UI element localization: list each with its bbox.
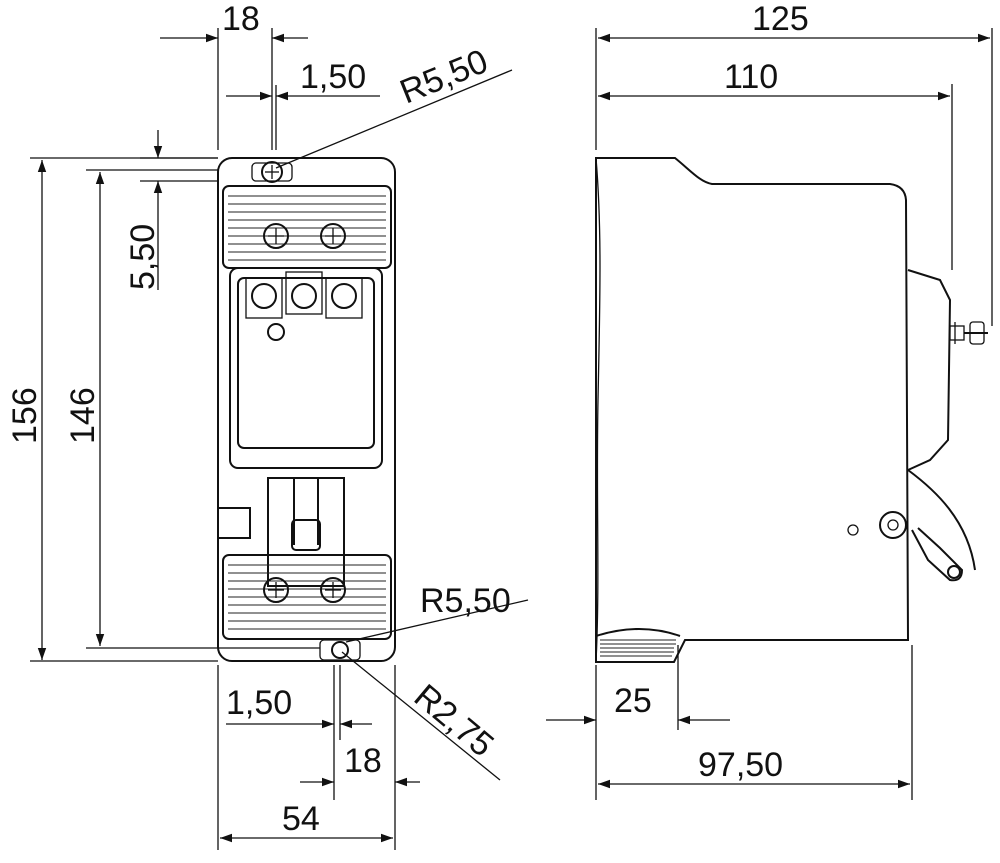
bottom-screw-right-icon — [320, 577, 346, 603]
top-mount-screw-icon — [251, 161, 293, 183]
front-view — [217, 157, 396, 662]
indicator-3-icon — [325, 277, 363, 319]
dim-front-slot-radius: R2,75 — [407, 677, 501, 764]
bottom-screw-left-icon — [263, 577, 289, 603]
top-terminal-block — [222, 185, 392, 269]
top-screw-right-icon — [320, 223, 346, 249]
dim-front-total-height: 156 — [6, 387, 44, 444]
rear-hood — [907, 269, 952, 471]
top-terminal-hatching — [228, 195, 386, 261]
dim-front-bottom-radius: R5,50 — [420, 582, 511, 620]
lever-hub-icon — [879, 511, 907, 539]
center-rail — [267, 477, 345, 587]
indicator-1-icon — [245, 277, 283, 319]
release-lever — [907, 469, 976, 571]
bottom-mount-slot-icon — [319, 639, 361, 661]
pivot-hole-icon — [847, 524, 859, 536]
cover-window — [237, 277, 375, 449]
foot-hatching — [595, 628, 681, 657]
dim-front-top-gap: 5,50 — [124, 224, 162, 290]
side-dimensions: 125 110 25 97,50 — [546, 0, 993, 800]
side-housing-outline — [595, 157, 910, 663]
side-view — [595, 157, 988, 663]
dim-front-inner-height: 146 — [64, 387, 102, 444]
bottom-terminal-block — [222, 554, 392, 640]
bottom-terminal-hatching — [228, 564, 386, 630]
dim-front-bottom-offset: 1,50 — [226, 684, 292, 722]
small-hole-icon — [267, 323, 285, 341]
side-tab — [217, 507, 251, 539]
indicator-2-icon — [285, 271, 323, 315]
dim-side-base-depth: 97,50 — [698, 746, 783, 784]
dim-side-total-depth: 125 — [752, 0, 809, 38]
dim-front-total-width: 54 — [282, 800, 320, 838]
rear-connector-icon — [949, 321, 988, 345]
dim-front-top-offset: 1,50 — [300, 58, 366, 96]
front-dimensions: 18 1,50 R5,50 5,50 156 146 R5,50 R2,75 — [6, 0, 529, 850]
front-housing-outline — [217, 157, 396, 662]
dim-front-top-radius: R5,50 — [395, 42, 493, 111]
dim-side-foot-depth: 25 — [614, 682, 652, 720]
cover-plate — [229, 267, 383, 469]
top-screw-left-icon — [263, 223, 289, 249]
dim-front-top-width: 18 — [222, 0, 260, 38]
dim-side-body-depth: 110 — [724, 58, 778, 96]
dim-front-bottom-width: 18 — [344, 742, 382, 780]
